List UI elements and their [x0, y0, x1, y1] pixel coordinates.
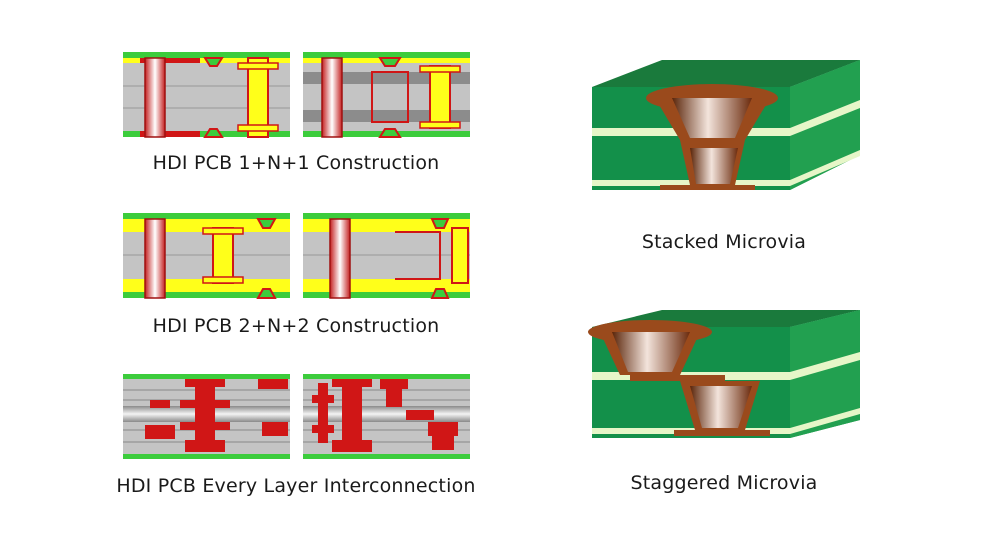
caption-hdi-1n1: HDI PCB 1+N+1 Construction — [152, 152, 440, 174]
hdi-2n2-diagram-left — [123, 213, 290, 299]
caption-hdi-elic: HDI PCB Every Layer Interconnection — [116, 475, 476, 497]
hdi-2n2-diagram-right — [303, 213, 470, 299]
caption-staggered-microvia: Staggered Microvia — [630, 472, 818, 494]
caption-hdi-2n2: HDI PCB 2+N+2 Construction — [152, 315, 440, 337]
caption-stacked-microvia: Stacked Microvia — [641, 231, 807, 253]
hdi-1n1-diagram-right — [303, 52, 470, 138]
hdi-elic-diagram-right — [303, 374, 470, 459]
stacked-microvia-diagram — [592, 60, 860, 190]
staggered-microvia-diagram — [588, 310, 860, 438]
hdi-1n1-diagram-left — [123, 52, 290, 138]
hdi-elic-diagram-left — [123, 374, 290, 459]
